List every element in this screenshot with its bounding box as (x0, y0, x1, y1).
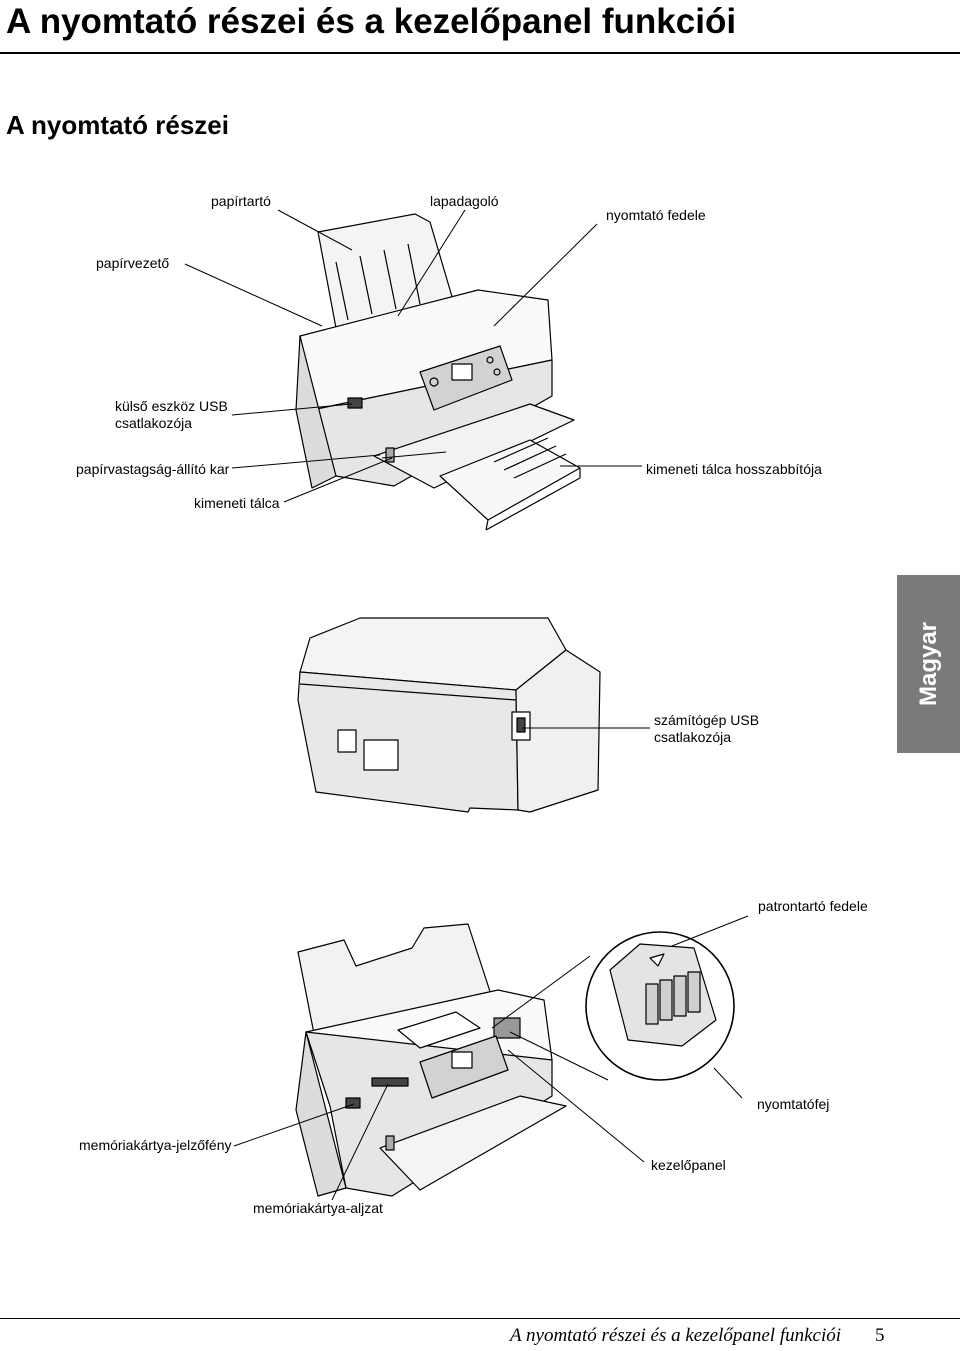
footer-text: A nyomtató részei és a kezelőpanel funkc… (510, 1325, 842, 1346)
label-ext-usb-line1: külső eszköz USB (115, 398, 228, 414)
printer-front-illustration (295, 213, 581, 531)
label-tray-extension: kimeneti tálca hosszabbítója (646, 461, 822, 477)
label-paper-support: papírtartó (211, 193, 271, 209)
title-rule (0, 52, 960, 54)
page-number: 5 (875, 1325, 885, 1346)
label-output-tray: kimeneti tálca (194, 495, 280, 511)
label-printer-cover: nyomtató fedele (606, 207, 706, 223)
label-ext-usb-line2: csatlakozója (115, 415, 193, 431)
section-title: A nyomtató részei (6, 110, 229, 140)
label-sheet-feeder: lapadagoló (430, 193, 499, 209)
footer-rule (0, 1318, 960, 1319)
label-print-head: nyomtatófej (757, 1096, 830, 1112)
label-pc-usb-line2: csatlakozója (654, 729, 732, 745)
label-control-panel: kezelőpanel (651, 1157, 726, 1173)
printer-open-illustration (295, 923, 735, 1197)
label-edge-guide: papírvezető (96, 255, 170, 271)
language-tab: Magyar (897, 575, 960, 753)
leader-lines (184, 209, 749, 1201)
label-pc-usb-line1: számítógép USB (654, 712, 760, 728)
page-title: A nyomtató részei és a kezelőpanel funkc… (6, 2, 737, 41)
language-tab-label: Magyar (914, 621, 942, 707)
printer-back-illustration (297, 617, 601, 813)
label-cartridge-cover: patrontartó fedele (758, 898, 868, 914)
label-thickness-lever: papírvastagság-állító kar (76, 461, 230, 477)
label-card-slot: memóriakártya-aljzat (253, 1200, 383, 1216)
label-card-light: memóriakártya-jelzőfény (79, 1137, 232, 1153)
